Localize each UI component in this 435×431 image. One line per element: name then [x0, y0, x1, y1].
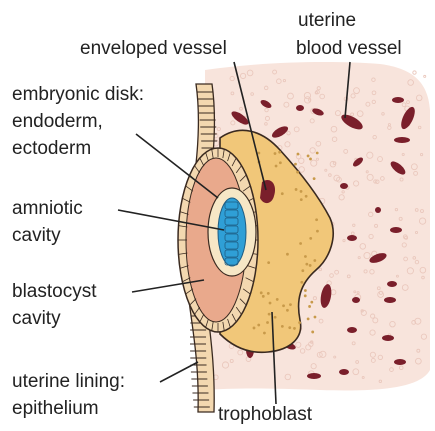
trophoblast-nucleus [308, 305, 311, 308]
trophoblast-nucleus [313, 259, 316, 262]
trophoblast-nucleus [260, 291, 263, 294]
trophoblast-nucleus [266, 321, 269, 324]
trophoblast-nucleus [257, 324, 260, 327]
trophoblast-nucleus [305, 263, 308, 266]
trophoblast-nucleus [279, 161, 282, 164]
label-trophoblast: trophoblast [218, 404, 313, 425]
label-uterine-lining: uterine lining: [12, 371, 125, 392]
trophoblast-nucleus [316, 152, 319, 155]
blood-vessel [375, 207, 381, 213]
blood-vessel [340, 183, 348, 189]
trophoblast-nucleus [257, 152, 260, 155]
label-amniotic: amniotic [12, 198, 83, 219]
label-epithelium: epithelium [12, 398, 99, 419]
trophoblast-nucleus [295, 188, 298, 191]
trophoblast-nucleus [275, 165, 278, 168]
blood-vessel [347, 327, 357, 333]
trophoblast-nucleus [281, 325, 284, 328]
trophoblast-nucleus [311, 331, 314, 334]
trophoblast-nucleus [304, 289, 307, 292]
trophoblast-nucleus [267, 261, 270, 264]
trophoblast-nucleus [301, 269, 304, 272]
trophoblast-nucleus [269, 302, 272, 305]
blood-vessel [339, 369, 349, 375]
trophoblast-nucleus [281, 192, 284, 195]
trophoblast-nucleus [298, 321, 301, 324]
trophoblast-nucleus [297, 153, 300, 156]
trophoblast-nucleus [276, 298, 279, 301]
blood-vessel [390, 227, 402, 233]
trophoblast-nucleus [315, 218, 318, 221]
trophoblast-nucleus [296, 171, 299, 174]
trophoblast-nucleus [304, 294, 307, 297]
blood-vessel [384, 297, 396, 303]
label-uterine: uterine [298, 10, 356, 31]
trophoblast-nucleus [274, 152, 277, 155]
trophoblast-nucleus [289, 303, 292, 306]
blood-vessel [307, 373, 321, 379]
trophoblast-nucleus [316, 230, 319, 233]
trophoblast-nucleus [310, 301, 313, 304]
label-blood-vessel: blood vessel [296, 38, 402, 59]
trophoblast-nucleus [282, 304, 285, 307]
label-endoderm: endoderm, [12, 111, 103, 132]
label-enveloped-vessel: enveloped vessel [80, 38, 227, 59]
trophoblast-nucleus [286, 309, 289, 312]
trophoblast-nucleus [300, 281, 303, 284]
blood-vessel [392, 97, 404, 103]
trophoblast-nucleus [253, 327, 256, 330]
trophoblast-nucleus [262, 295, 265, 298]
trophoblast-nucleus [274, 316, 277, 319]
label-embryonic-disk: embryonic disk: [12, 84, 144, 105]
trophoblast-nucleus [309, 158, 312, 161]
trophoblast-nucleus [286, 253, 289, 256]
trophoblast-nucleus [299, 242, 302, 245]
blood-vessel [347, 235, 357, 241]
trophoblast-nucleus [293, 327, 296, 330]
trophoblast-nucleus [314, 316, 317, 319]
label-amniotic-cavity: cavity [12, 225, 61, 246]
trophoblast-nucleus [267, 292, 270, 295]
blood-vessel [382, 335, 394, 341]
blood-vessel [352, 297, 360, 303]
trophoblast-nucleus [278, 151, 281, 154]
trophoblast-nucleus [309, 264, 312, 267]
amniotic-cavity-shape [218, 198, 246, 266]
label-blastocyst-cavity: cavity [12, 308, 61, 329]
blood-vessel [387, 281, 397, 287]
trophoblast-nucleus [288, 326, 291, 329]
trophoblast-nucleus [307, 155, 310, 158]
trophoblast-nucleus [294, 163, 297, 166]
trophoblast-nucleus [268, 313, 271, 316]
trophoblast-nucleus [300, 190, 303, 193]
blood-vessel [296, 105, 304, 111]
trophoblast-nucleus [305, 195, 308, 198]
trophoblast-nucleus [300, 198, 303, 201]
embryonic-disk [208, 188, 256, 276]
trophoblast-nucleus [263, 332, 266, 335]
trophoblast-nucleus [304, 255, 307, 258]
tissue-cell [413, 71, 416, 74]
blood-vessel [394, 359, 406, 365]
tissue-cell [424, 75, 426, 77]
trophoblast-nucleus [313, 177, 316, 180]
trophoblast-nucleus [309, 237, 312, 240]
trophoblast-nucleus [307, 317, 310, 320]
label-blastocyst: blastocyst [12, 281, 97, 302]
label-ectoderm: ectoderm [12, 138, 91, 159]
blood-vessel [394, 137, 410, 143]
